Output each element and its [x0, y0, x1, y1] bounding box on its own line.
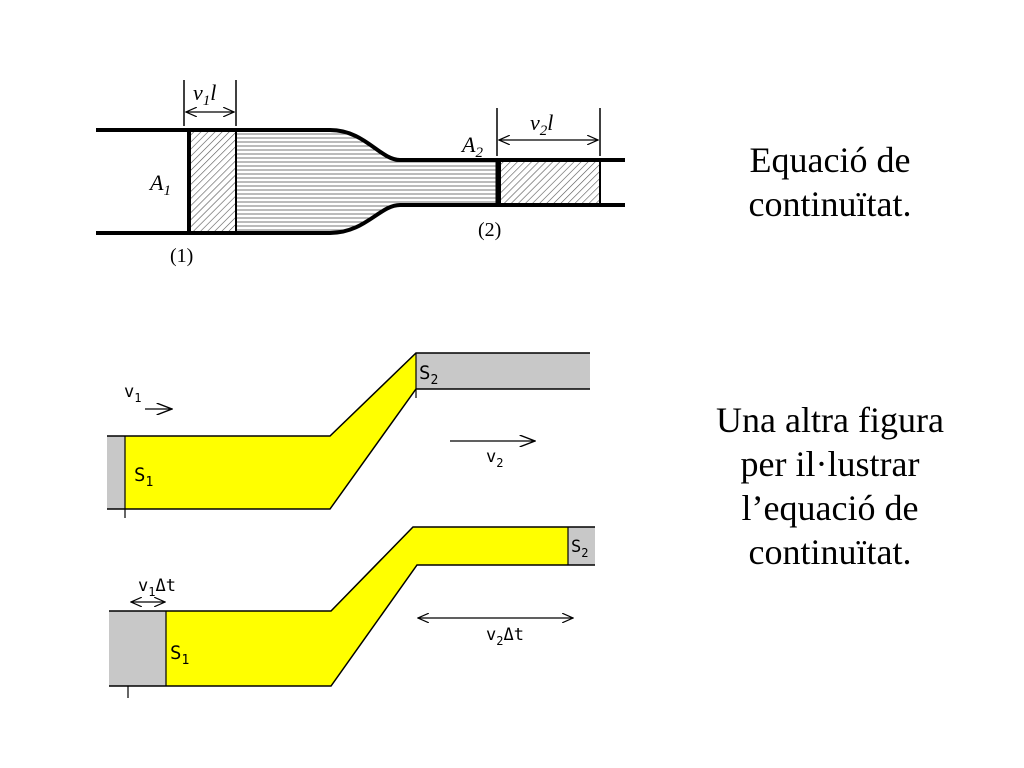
yellow-fluid-upper	[125, 353, 416, 509]
caption-equacio: Equació de continuïtat.	[690, 138, 970, 226]
caption-altra-figura: Una altra figura per il·lustrar l’equaci…	[680, 398, 980, 574]
hatched-section-2	[499, 159, 601, 206]
label-v1l: v1l	[193, 80, 216, 109]
gray-slice-s2	[416, 353, 590, 389]
caption-line: continuïtat.	[748, 532, 912, 572]
label-v2l: v2l	[530, 110, 553, 139]
flow-diagram-lower: v1Δt v2Δt S1 S2	[109, 526, 595, 698]
caption-line: per il·lustrar	[740, 444, 920, 484]
label-v1: v1	[124, 382, 141, 405]
gray-slice-s1	[107, 436, 125, 509]
label-S2-lower: S2	[571, 537, 588, 560]
label-v2dt: v2Δt	[486, 625, 524, 648]
flow-diagram-upper: v1 v2 S1 S2	[107, 352, 590, 518]
label-v2: v2	[486, 447, 503, 470]
caption-line: continuïtat.	[748, 184, 912, 224]
pipe-wall-lower-top	[109, 526, 595, 612]
gray-slice-s2-lower	[568, 527, 595, 565]
caption-line: l’equació de	[741, 488, 919, 528]
yellow-fluid-lower	[166, 527, 568, 686]
gray-slice-s1-lower	[109, 611, 166, 686]
pipe-wall-top	[96, 128, 625, 162]
pipe-wall-bottom	[96, 203, 625, 235]
label-S1-lower: S1	[170, 642, 189, 668]
label-A1: A1	[148, 170, 171, 199]
pipe-wall-upper-top	[107, 352, 590, 437]
caption-line: Una altra figura	[716, 400, 944, 440]
label-section-1: (1)	[170, 245, 193, 267]
label-S1: S1	[134, 464, 153, 490]
label-v1dt: v1Δt	[138, 576, 176, 599]
pipe-wall-upper-bottom	[107, 388, 590, 510]
hatched-section-1	[188, 129, 237, 234]
label-A2: A2	[460, 132, 483, 161]
fluid-body	[236, 130, 497, 233]
caption-line: Equació de	[749, 140, 911, 180]
pipe-diagram: v1l v2l A1 A2 (1) (2)	[96, 80, 625, 267]
pipe-wall-lower-bottom	[109, 564, 595, 687]
label-section-2: (2)	[478, 219, 501, 241]
label-S2: S2	[419, 362, 438, 388]
